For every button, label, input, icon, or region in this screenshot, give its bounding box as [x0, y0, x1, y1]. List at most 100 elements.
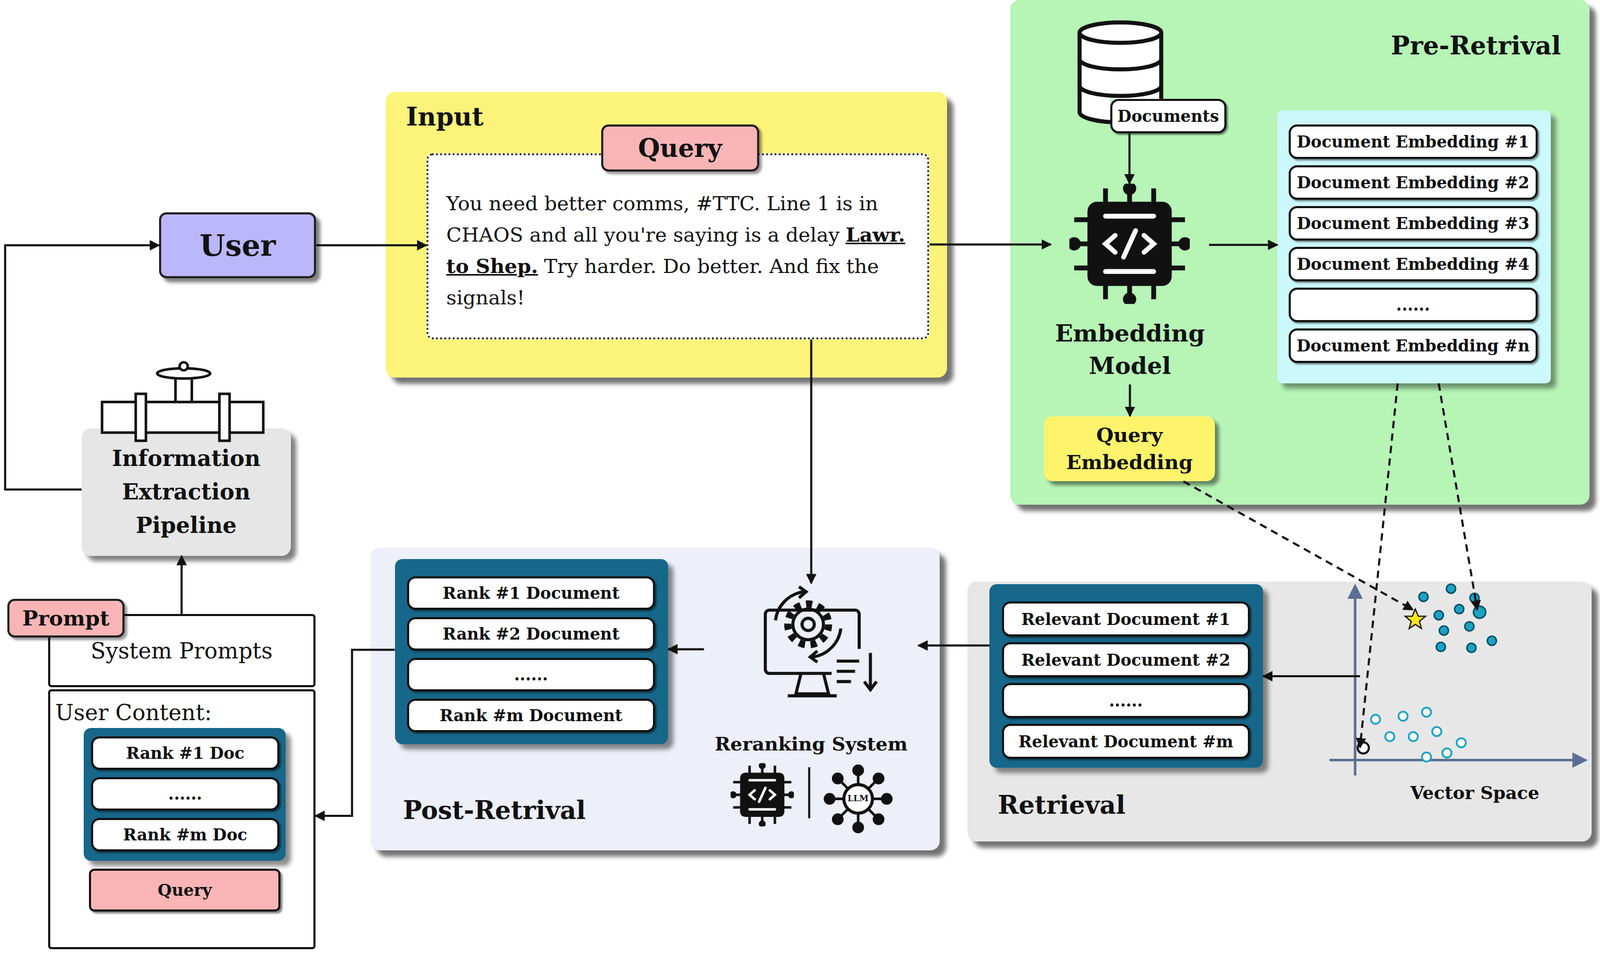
database-icon [1079, 22, 1162, 123]
query-tag: Query [601, 124, 760, 172]
icon-label-holder: LLM [842, 790, 874, 807]
ranked-list: Rank #1 DocumentRank #2 Document...... Ra… [395, 559, 669, 746]
node-text: User [199, 228, 277, 263]
small-chip-icon [730, 763, 794, 827]
node-text: Pre-Retrival [1390, 30, 1561, 61]
list-item-box: Document Embedding #1 [1288, 124, 1538, 160]
node-text: User Content: [54, 700, 212, 726]
list-item-box: Relevant Document #m [1001, 724, 1250, 759]
reranking-icon [765, 587, 879, 697]
node-text: ...... [1395, 295, 1430, 315]
connector-arrow [1209, 243, 1278, 246]
connector-arrow [810, 339, 813, 584]
node-text: Input [406, 102, 484, 132]
vector-space-chart [1329, 584, 1585, 776]
panel-title: Retrieval [997, 790, 1126, 820]
input-panel: InputQueryYou need better comms, #TTC. L… [385, 92, 948, 378]
node-text: Relevant Document #m [1018, 732, 1234, 752]
pipe-icon [102, 362, 264, 442]
prompt-tag: Prompt [7, 599, 125, 638]
retrieval-panel: RetrievalRelevant Document #1Relevant Do… [967, 581, 1592, 842]
list-item-box: Document Embedding #2 [1288, 165, 1538, 200]
user-box: User [159, 212, 317, 279]
node-text: ...... [514, 665, 549, 685]
embedding-chip-icon [1069, 184, 1190, 304]
connector-arrow [1128, 133, 1131, 184]
list-item-box: ...... [1288, 287, 1538, 323]
node-text: You need better comms, #TTC. Line 1 is i… [446, 192, 878, 247]
panel-title: Pre-Retrival [1390, 30, 1561, 61]
node-text: Rank #2 Document [442, 624, 620, 644]
list-item-box: Document Embedding #n [1288, 328, 1538, 364]
llm-network-icon [825, 765, 892, 833]
node-text: Rank #1 Document [442, 583, 620, 603]
connector-arrow [1129, 384, 1132, 417]
extraction-pipeline: Information Extraction Pipeline [81, 428, 291, 557]
embedding-list: Document Embedding #1 Document Embedding … [1277, 110, 1551, 385]
node-text: Retrieval [997, 790, 1126, 820]
post-retrieval-panel: Post-Retrival Rank #1 DocumentRank #2 Doc… [370, 547, 940, 851]
node-text: ...... [1108, 691, 1143, 711]
list-item-box: Rank #1 Doc [91, 736, 280, 771]
node-text: Documents [1117, 106, 1220, 126]
icon-label: LLM [847, 793, 869, 804]
list-item-box: Document Embedding #4 [1288, 246, 1538, 282]
connector-arrow [1438, 383, 1478, 611]
node-text: Vector Space [1410, 782, 1540, 804]
list-item-box: Document Embedding #3 [1288, 206, 1538, 241]
list-item-box: ...... [407, 658, 656, 692]
list-item-box: Relevant Document #1 [1001, 601, 1250, 637]
node-text: Information Extraction Pipeline [86, 442, 286, 543]
system-prompts-box: PromptSystem Prompts [48, 614, 316, 688]
vector-space: Vector Space [1359, 610, 1590, 806]
node-text: Rank #1 Doc [126, 744, 245, 763]
node-text: Document Embedding #n [1296, 336, 1530, 356]
connector-arrow [918, 644, 990, 647]
connector-arrow [1183, 481, 1414, 611]
node-text: Rank #m Document [439, 706, 623, 726]
user-content-box: User Content: Rank #1 Doc...... Rank #m Do… [48, 689, 316, 950]
connector-arrow [316, 244, 427, 247]
list-item-box: Rank #m Document [407, 699, 656, 733]
list-item-box: Rank #1 Document [407, 576, 656, 611]
node-text: Query [157, 881, 212, 900]
query-embedding: Query Embedding [1043, 416, 1216, 482]
node-text: Relevant Document #2 [1021, 650, 1231, 670]
node-text: Document Embedding #4 [1296, 254, 1530, 274]
document-list: Relevant Document #1 Relevant Document #2… [989, 584, 1264, 769]
query-box: Query [88, 869, 281, 912]
node-text: ...... [168, 784, 203, 804]
list-item-box: ...... [91, 777, 280, 811]
list-item-box: Rank #2 Document [407, 617, 656, 651]
query-box: QueryYou need better comms, #TTC. Line 1… [426, 153, 930, 341]
node-text: Reranking System [714, 733, 908, 756]
list-item-box: ...... [1001, 683, 1250, 718]
node-text: Document Embedding #1 [1296, 132, 1530, 152]
node-text: Document Embedding #2 [1296, 173, 1530, 193]
connector-arrow [180, 556, 183, 615]
divider-line [808, 767, 811, 819]
panel-title: Input [406, 102, 484, 132]
node-text: Query Embedding [1050, 421, 1210, 477]
node-text: Relevant Document #1 [1021, 610, 1231, 629]
node-text: Post-Retrival [402, 795, 586, 826]
node-text: Embedding Model [1051, 317, 1210, 383]
embedding-model: Embedding Model [1051, 183, 1210, 385]
node-text: Document Embedding #3 [1296, 213, 1530, 233]
connector-arrow [1359, 383, 1398, 748]
connector-arrow [929, 243, 1051, 246]
node-text: Prompt [22, 605, 110, 631]
ranked-list: Rank #1 Doc...... Rank #m Doc [83, 728, 286, 862]
node-text: Rank #m Doc [122, 825, 247, 845]
connector-arrow [668, 648, 704, 651]
connector-arrow [5, 245, 160, 490]
node-text: Query [638, 133, 723, 163]
connector-arrow [315, 650, 396, 817]
connector-arrow [1263, 675, 1360, 678]
list-item-box: Rank #m Doc [91, 818, 280, 852]
node-text: System Prompts [90, 638, 273, 664]
list-item-box: Relevant Document #2 [1001, 642, 1250, 678]
documents-label: Documents [1110, 98, 1227, 134]
box-heading: User Content: [54, 700, 212, 726]
